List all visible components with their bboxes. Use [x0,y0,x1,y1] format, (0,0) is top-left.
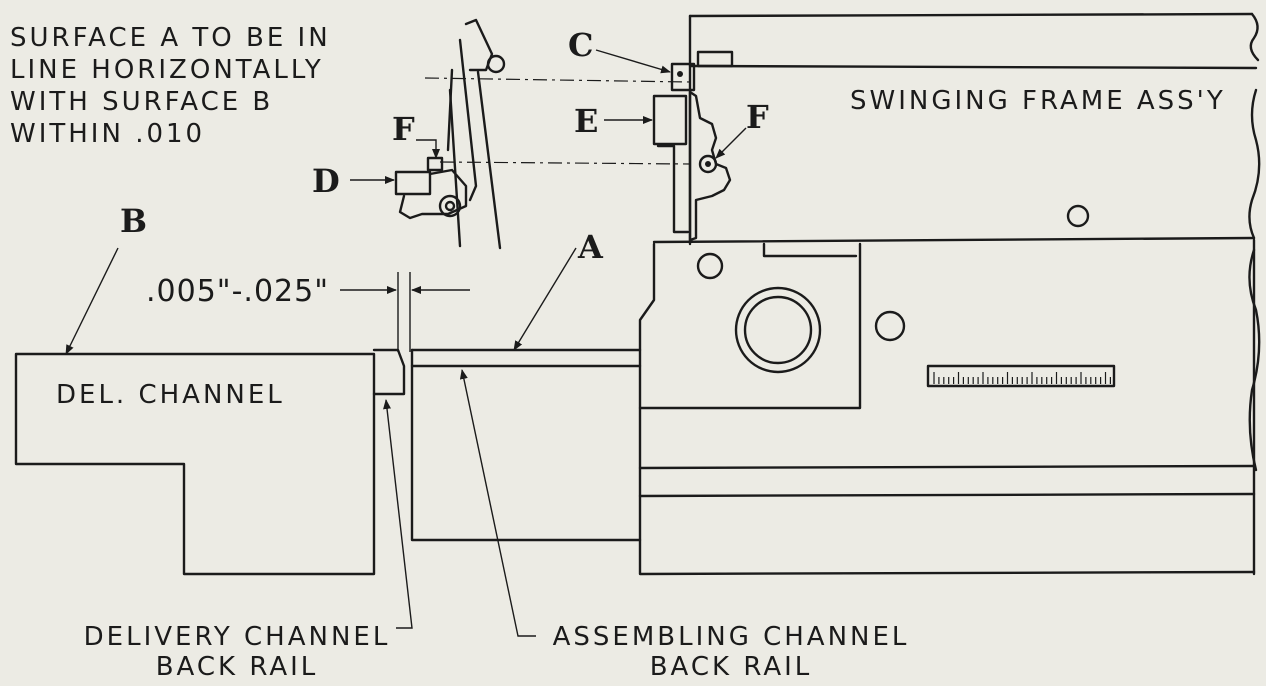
delivery-channel [14,348,406,576]
leader-delivery-rail [383,399,413,629]
leader-assembling-rail [459,369,536,637]
gap-dimension-label: .005"-.025" [146,274,330,309]
label-a: A [578,228,603,266]
swinging-frame-label: SWINGING FRAME ASS'Y [850,86,1226,116]
label-f-right: F [746,98,769,136]
gap-dimension [340,272,470,352]
detail-view [350,18,691,250]
note-line: WITH SURFACE B [10,87,274,117]
del-channel-label: DEL. CHANNEL [56,380,285,410]
leader-a [513,247,577,351]
note-line: LINE HORIZONTALLY [10,55,324,85]
assembling-channel [410,348,642,542]
label-e: E [574,102,599,140]
label-f-left: F [392,110,415,148]
callout-line: DELIVERY CHANNEL [83,622,391,652]
alignment-note: SURFACE A TO BE IN LINE HORIZONTALLY WIT… [10,22,331,150]
note-line: SURFACE A TO BE IN [10,23,331,53]
label-d: D [312,162,340,200]
callout-line: BACK RAIL [155,652,319,682]
leader-f-right [715,127,747,159]
label-b: B [120,202,148,240]
swinging-frame-assembly [652,12,1261,472]
delivery-rail-callout: DELIVERY CHANNEL BACK RAIL [78,622,396,682]
assembling-rail-callout: ASSEMBLING CHANNEL BACK RAIL [536,622,926,682]
leader-c [595,49,671,74]
note-line: WITHIN .010 [10,119,206,149]
assembling-elevator-body [638,238,1256,576]
scale-ticks [933,372,1112,384]
leader-b [65,247,119,355]
label-c: C [568,26,594,64]
callout-line: ASSEMBLING CHANNEL [552,622,910,652]
callout-line: BACK RAIL [649,652,813,682]
